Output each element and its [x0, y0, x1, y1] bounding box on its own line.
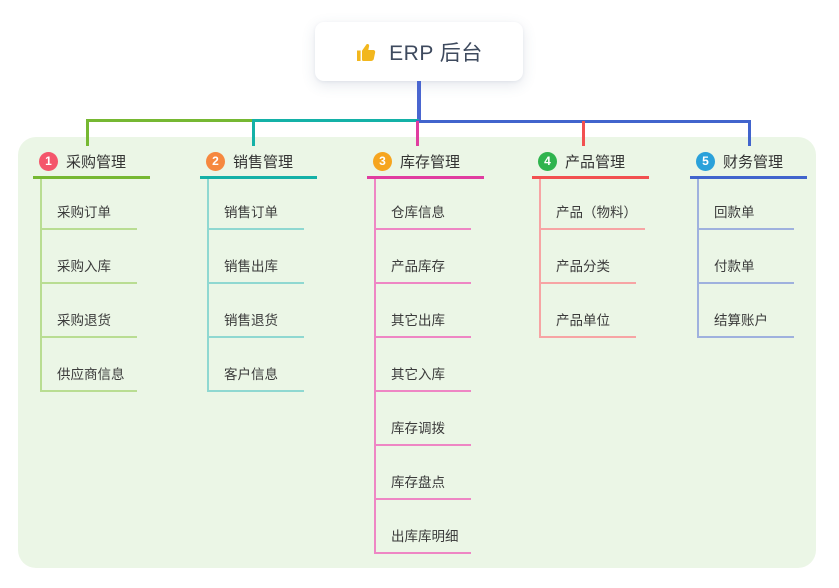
branch-3-item-7[interactable]: 出库库明细	[374, 522, 471, 554]
branch-1-number-badge: 1	[39, 151, 58, 171]
branch-3-number-badge: 3	[373, 151, 392, 171]
branch-1-item-4[interactable]: 供应商信息	[40, 360, 137, 392]
connector-line	[582, 121, 585, 146]
connector-line	[86, 119, 255, 122]
branch-4-number-badge: 4	[538, 151, 557, 171]
branch-5-label: 财务管理	[723, 153, 784, 171]
branch-4-header[interactable]: 4 产品管理	[532, 146, 649, 179]
thumbs-up-icon	[355, 40, 379, 64]
root-node[interactable]: ERP 后台	[315, 22, 523, 81]
connector-line	[417, 81, 421, 122]
branch-1-children-bracket	[40, 179, 42, 392]
branch-1-item-3[interactable]: 采购退货	[40, 306, 137, 338]
branch-2-children-bracket	[207, 179, 209, 392]
branch-3-item-5[interactable]: 库存调拨	[374, 414, 471, 446]
branch-5-item-3[interactable]: 结算账户	[697, 306, 794, 338]
connector-line	[86, 121, 89, 146]
connector-line	[252, 121, 255, 146]
branch-4-item-2[interactable]: 产品分类	[539, 252, 636, 284]
branch-2-item-2[interactable]: 销售出库	[207, 252, 304, 284]
connector-line	[416, 121, 419, 146]
connector-line	[748, 121, 751, 146]
branch-3-item-1[interactable]: 仓库信息	[374, 198, 471, 230]
branch-2-label: 销售管理	[233, 153, 294, 171]
branch-3-item-3[interactable]: 其它出库	[374, 306, 471, 338]
branch-1-item-2[interactable]: 采购入库	[40, 252, 137, 284]
branch-2-item-3[interactable]: 销售退货	[207, 306, 304, 338]
root-node-label: ERP 后台	[389, 41, 483, 65]
branch-5-item-1[interactable]: 回款单	[697, 198, 794, 230]
branch-5-item-2[interactable]: 付款单	[697, 252, 794, 284]
branch-2-item-4[interactable]: 客户信息	[207, 360, 304, 392]
branch-4-label: 产品管理	[565, 153, 626, 171]
branch-3-header[interactable]: 3 库存管理	[367, 146, 484, 179]
branch-3-item-4[interactable]: 其它入库	[374, 360, 471, 392]
branch-4-item-1[interactable]: 产品（物料）	[539, 198, 645, 230]
branch-1-label: 采购管理	[66, 153, 127, 171]
branch-1-item-1[interactable]: 采购订单	[40, 198, 137, 230]
branch-5-children-bracket	[697, 179, 699, 338]
connector-line	[252, 119, 419, 122]
branch-3-item-6[interactable]: 库存盘点	[374, 468, 471, 500]
branch-3-label: 库存管理	[400, 153, 461, 171]
branch-5-number-badge: 5	[696, 151, 715, 171]
branch-2-item-1[interactable]: 销售订单	[207, 198, 304, 230]
branch-4-children-bracket	[539, 179, 541, 338]
branch-2-number-badge: 2	[206, 151, 225, 171]
branch-3-children-bracket	[374, 179, 376, 554]
branch-3-item-2[interactable]: 产品库存	[374, 252, 471, 284]
branch-5-header[interactable]: 5 财务管理	[690, 146, 807, 179]
branch-2-header[interactable]: 2 销售管理	[200, 146, 317, 179]
branch-4-item-3[interactable]: 产品单位	[539, 306, 636, 338]
map-background-panel	[18, 137, 816, 568]
branch-1-header[interactable]: 1 采购管理	[33, 146, 150, 179]
